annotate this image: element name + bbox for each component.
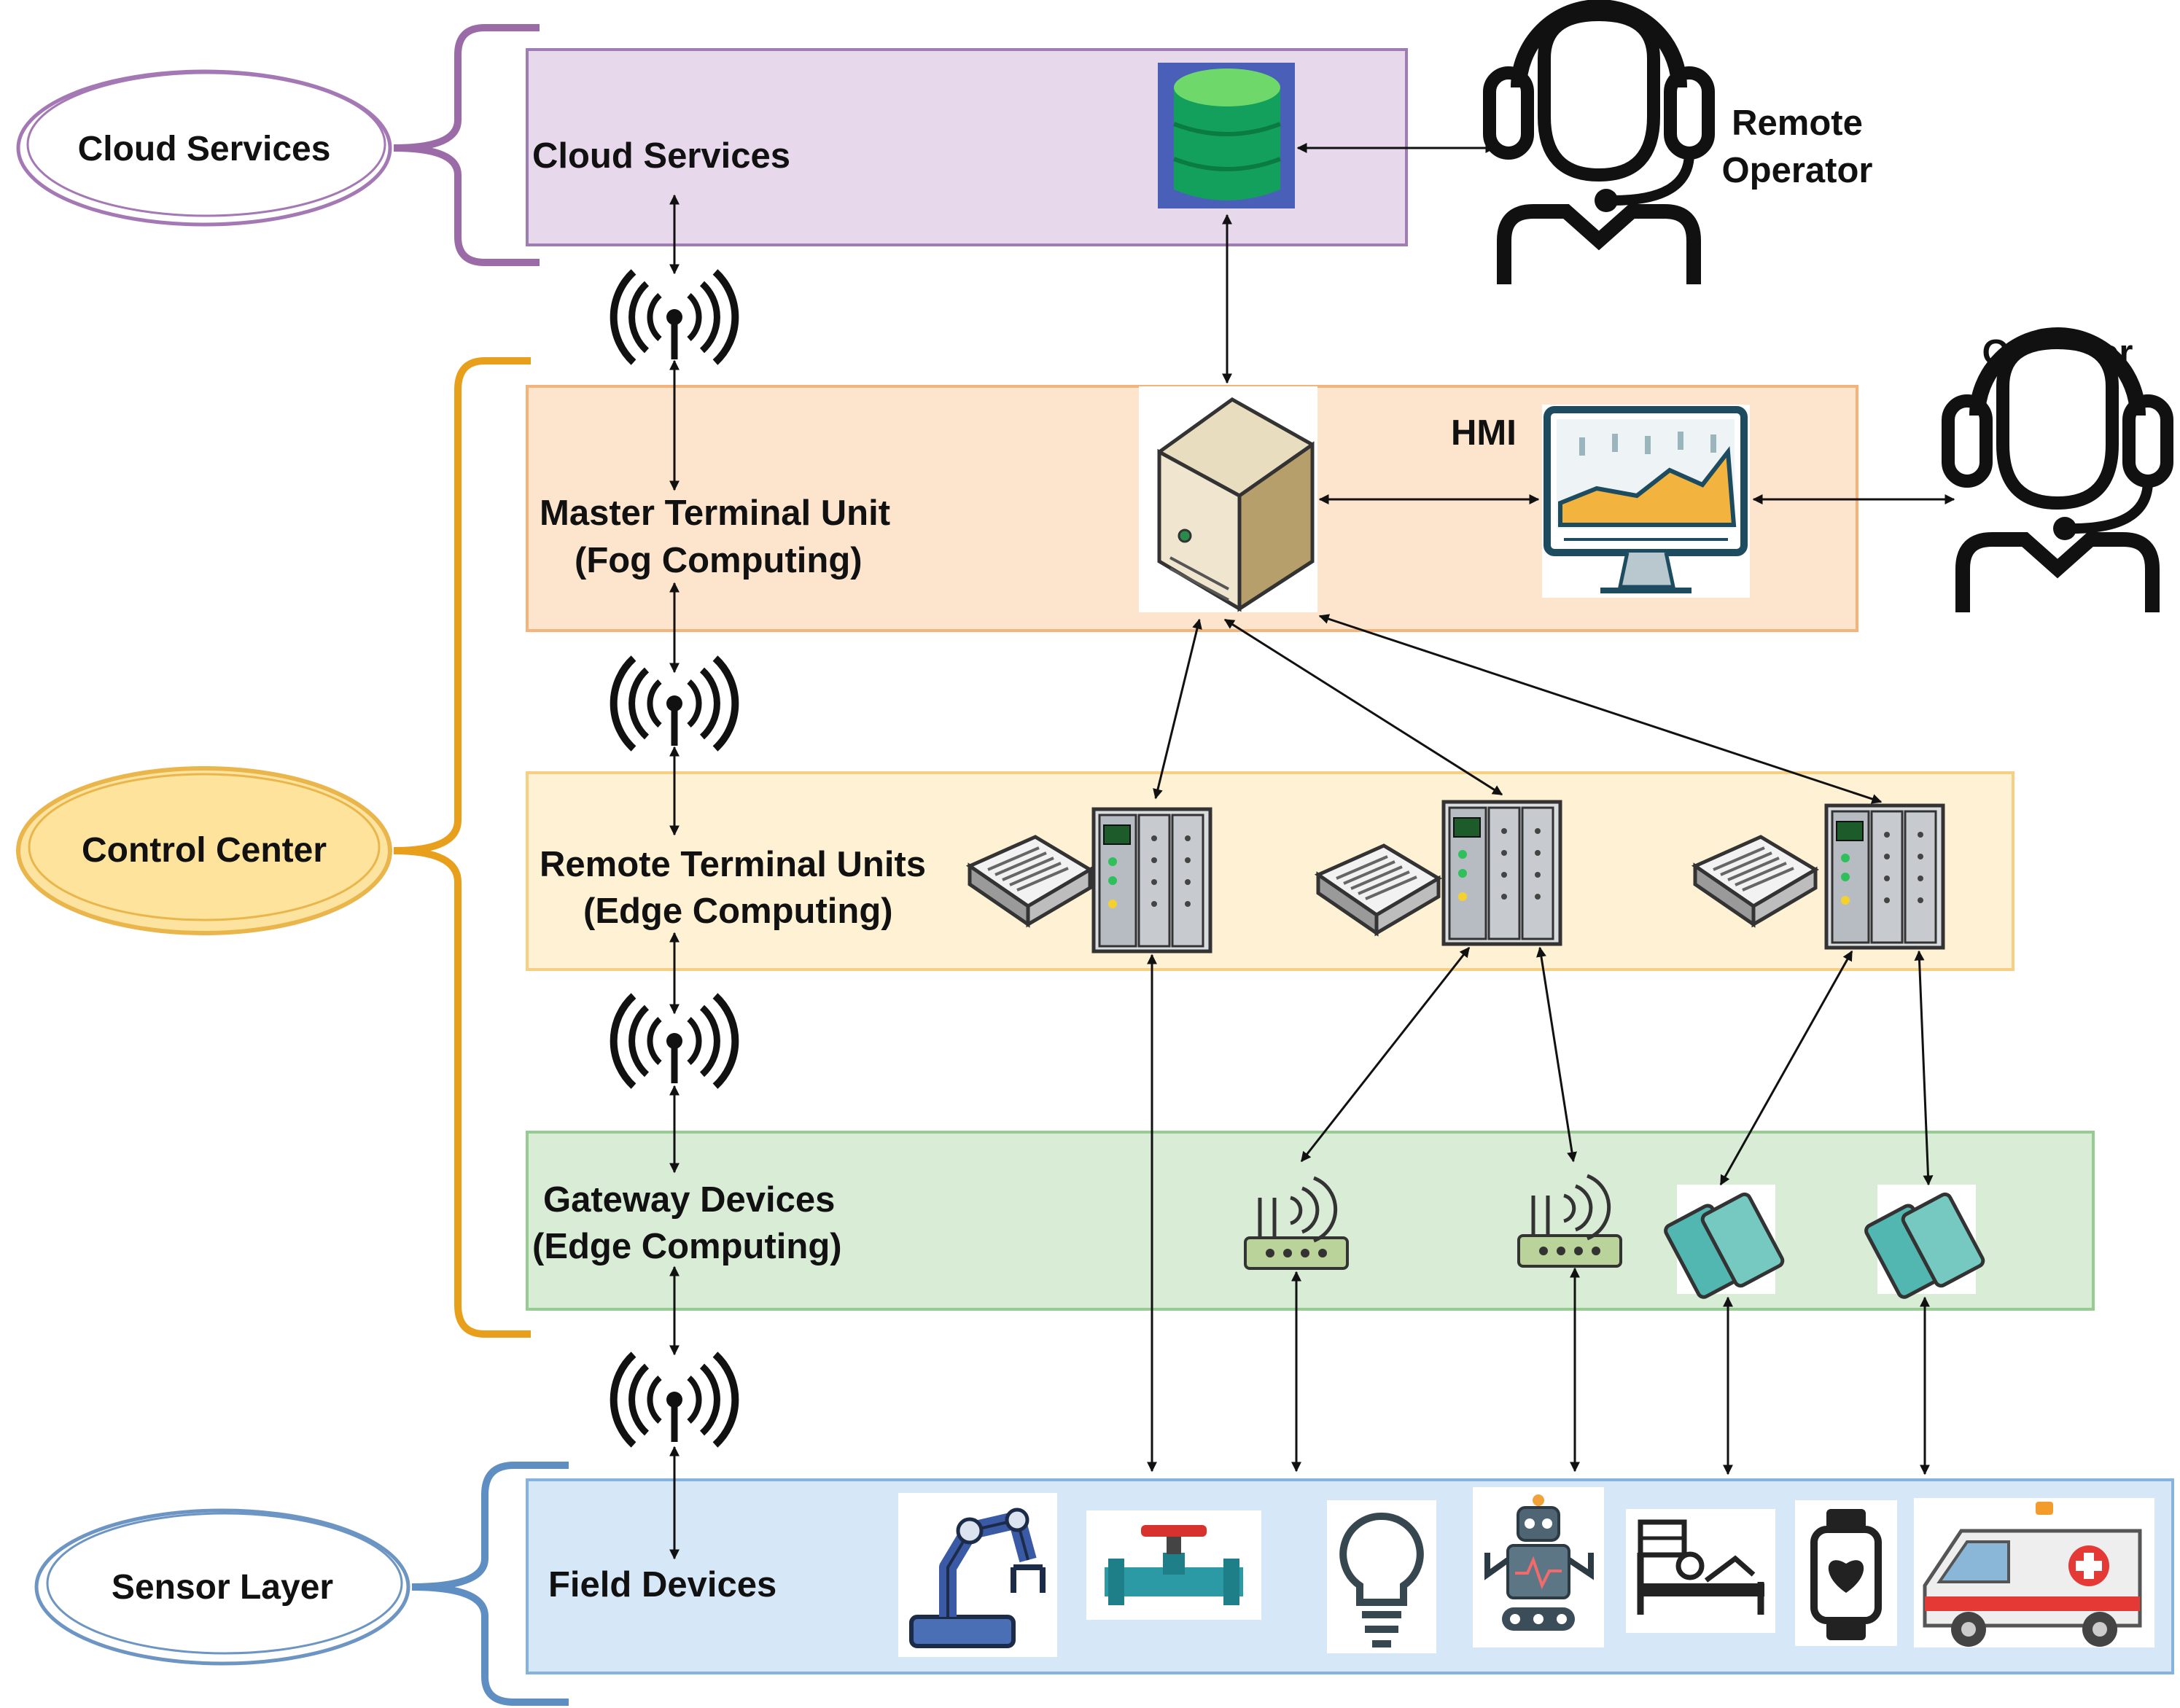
cloud-services-group: Cloud Services [16,69,392,227]
hmi-monitor-icon [1542,405,1750,598]
operator-icon [1948,335,2167,612]
mtu-label-line2: (Fog Computing) [575,541,863,580]
rtu-device-icon [1444,802,1560,944]
robot-arm-icon [898,1493,1057,1657]
lightbulb-icon [1327,1500,1436,1653]
smartwatch-icon [1795,1500,1897,1646]
cloud-bracket [393,24,540,266]
ambulance-icon [1914,1498,2154,1647]
control-bracket [393,357,531,1338]
field-layer-label: Field Devices [548,1565,776,1604]
remote-operator-icon [1490,7,1708,284]
remote-operator-label-line1: Remote [1732,104,1863,143]
mtu-server-icon [1139,386,1317,612]
sensor-layer-group-label: Sensor Layer [112,1568,333,1607]
rtu-device-icon [1826,806,1943,948]
hospital-bed-icon [1626,1509,1775,1633]
sensor-layer-group: Sensor Layer [34,1508,410,1666]
tablet-device-icon [1664,1185,1785,1299]
tablet-device-icon [1864,1185,1985,1299]
wireless-antenna-icon [614,272,736,362]
hmi-label: HMI [1451,413,1517,453]
control-center-group: Control Center [16,766,392,935]
mtu-label-line1: Master Terminal Unit [540,494,890,533]
gateway-label-line2: (Edge Computing) [532,1227,842,1266]
control-center-group-label: Control Center [82,831,327,870]
robot-icon [1473,1487,1604,1647]
rtu-label-line1: Remote Terminal Units [540,845,926,884]
remote-operator-label-line2: Operator [1722,151,1873,190]
rtu-device-icon [1094,809,1210,951]
cloud-services-group-label: Cloud Services [78,130,331,168]
wireless-antenna-icon [614,1354,736,1445]
gateway-label-line1: Gateway Devices [543,1180,835,1220]
cloud-database-icon [1158,63,1295,208]
valve-icon [1086,1510,1261,1620]
cloud-layer-label: Cloud Services [532,136,790,176]
rtu-label-line2: (Edge Computing) [583,892,893,931]
sensor-bracket [411,1462,569,1706]
gateway-layer-box [526,1131,2095,1311]
